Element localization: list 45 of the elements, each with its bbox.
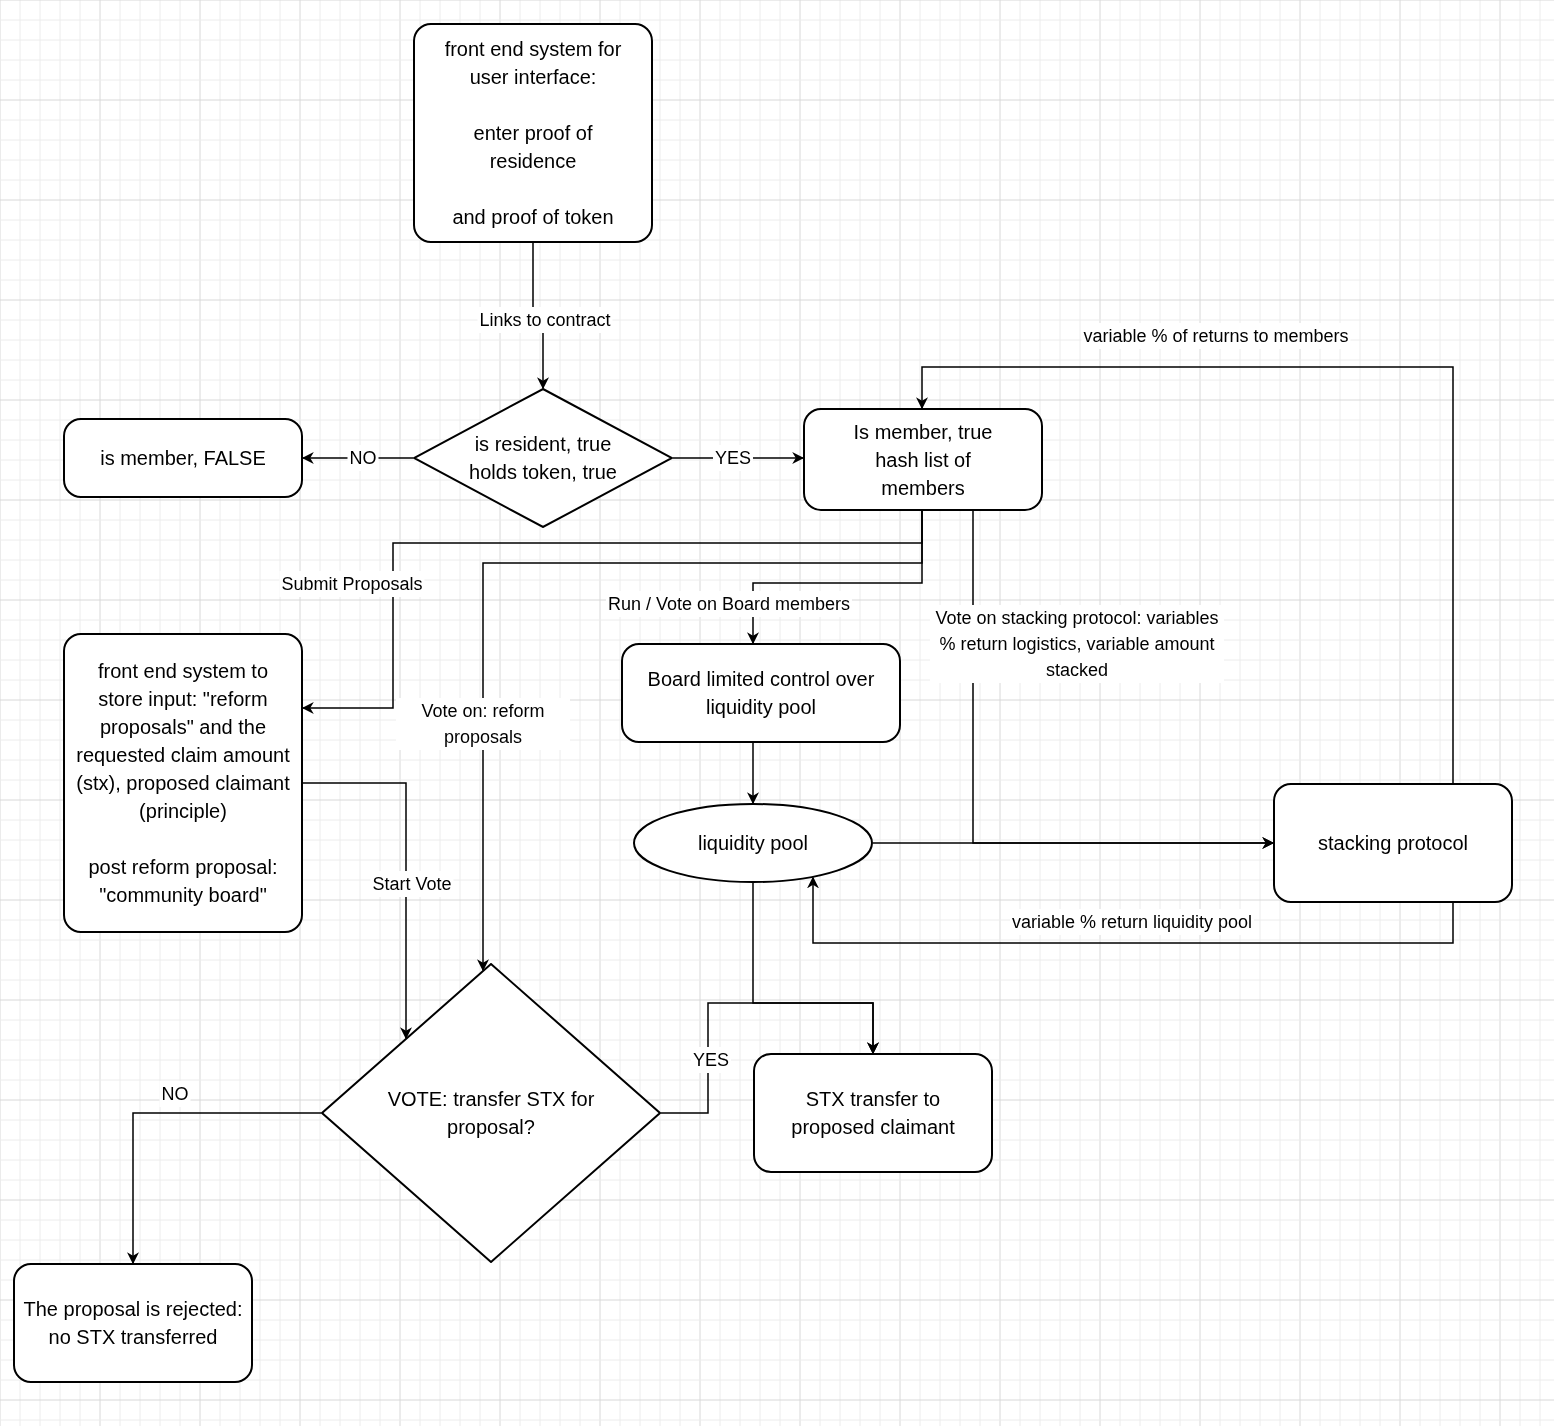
node-text: is resident, true holds token, true — [468, 432, 618, 485]
arrow — [807, 876, 1454, 944]
edge-label: variable % return liquidity pool — [1009, 909, 1255, 935]
node-text: STX transfer to proposed claimant — [790, 1087, 956, 1140]
node-text: front end system for user interface: — [443, 37, 623, 90]
decision-diamond — [413, 388, 673, 528]
process-box — [413, 23, 653, 243]
node-text: Board limited control over liquidity pool — [646, 667, 876, 720]
process-box — [1273, 783, 1513, 903]
arrow — [747, 510, 923, 645]
arrow — [752, 882, 879, 1055]
node-text: enter proof of residence — [472, 121, 594, 174]
edge-label: Vote on: reform proposals — [396, 698, 570, 750]
node-text: and proof of token — [452, 205, 614, 230]
process-box — [621, 643, 901, 743]
arrow — [127, 1112, 322, 1265]
decision-diamond — [321, 963, 661, 1263]
edge-label: Vote on stacking protocol: variables % return logistics, variable amount stacked — [930, 605, 1224, 683]
process-box — [63, 418, 303, 498]
arrow — [916, 366, 1454, 784]
edge-label: NO — [159, 1081, 191, 1107]
process-box — [803, 408, 1043, 511]
node-text: The proposal is rejected: no STX transferred — [23, 1297, 243, 1350]
edge-label: Run / Vote on Board members — [605, 591, 853, 617]
edge-label: YES — [691, 1047, 731, 1073]
node-text: stacking protocol — [1317, 831, 1469, 856]
node-text: post reform proposal: "community board" — [87, 855, 279, 908]
node-text: front end system to store input: "reform proposals" and the requested claim amount (stx), proposed claimant (principle) — [75, 659, 291, 824]
process-box — [753, 1053, 993, 1173]
process-box — [63, 633, 303, 933]
edge-label: Start Vote — [370, 871, 454, 897]
edge-label: Links to contract — [477, 307, 613, 333]
arrow — [747, 742, 759, 805]
arrow — [872, 837, 1275, 849]
node-text: liquidity pool — [697, 831, 809, 856]
arrow — [302, 782, 412, 1040]
edge-label: Submit Proposals — [279, 571, 425, 597]
node-text: is member, FALSE — [100, 446, 266, 471]
node-text: Is member, true hash list of members — [852, 419, 994, 501]
edge-label: NO — [347, 445, 379, 471]
edge-label: YES — [713, 445, 753, 471]
ellipse-node — [633, 803, 873, 883]
process-box — [13, 1263, 253, 1383]
edge-label: variable % of returns to members — [1081, 323, 1351, 349]
node-text: VOTE: transfer STX for proposal? — [386, 1087, 596, 1140]
